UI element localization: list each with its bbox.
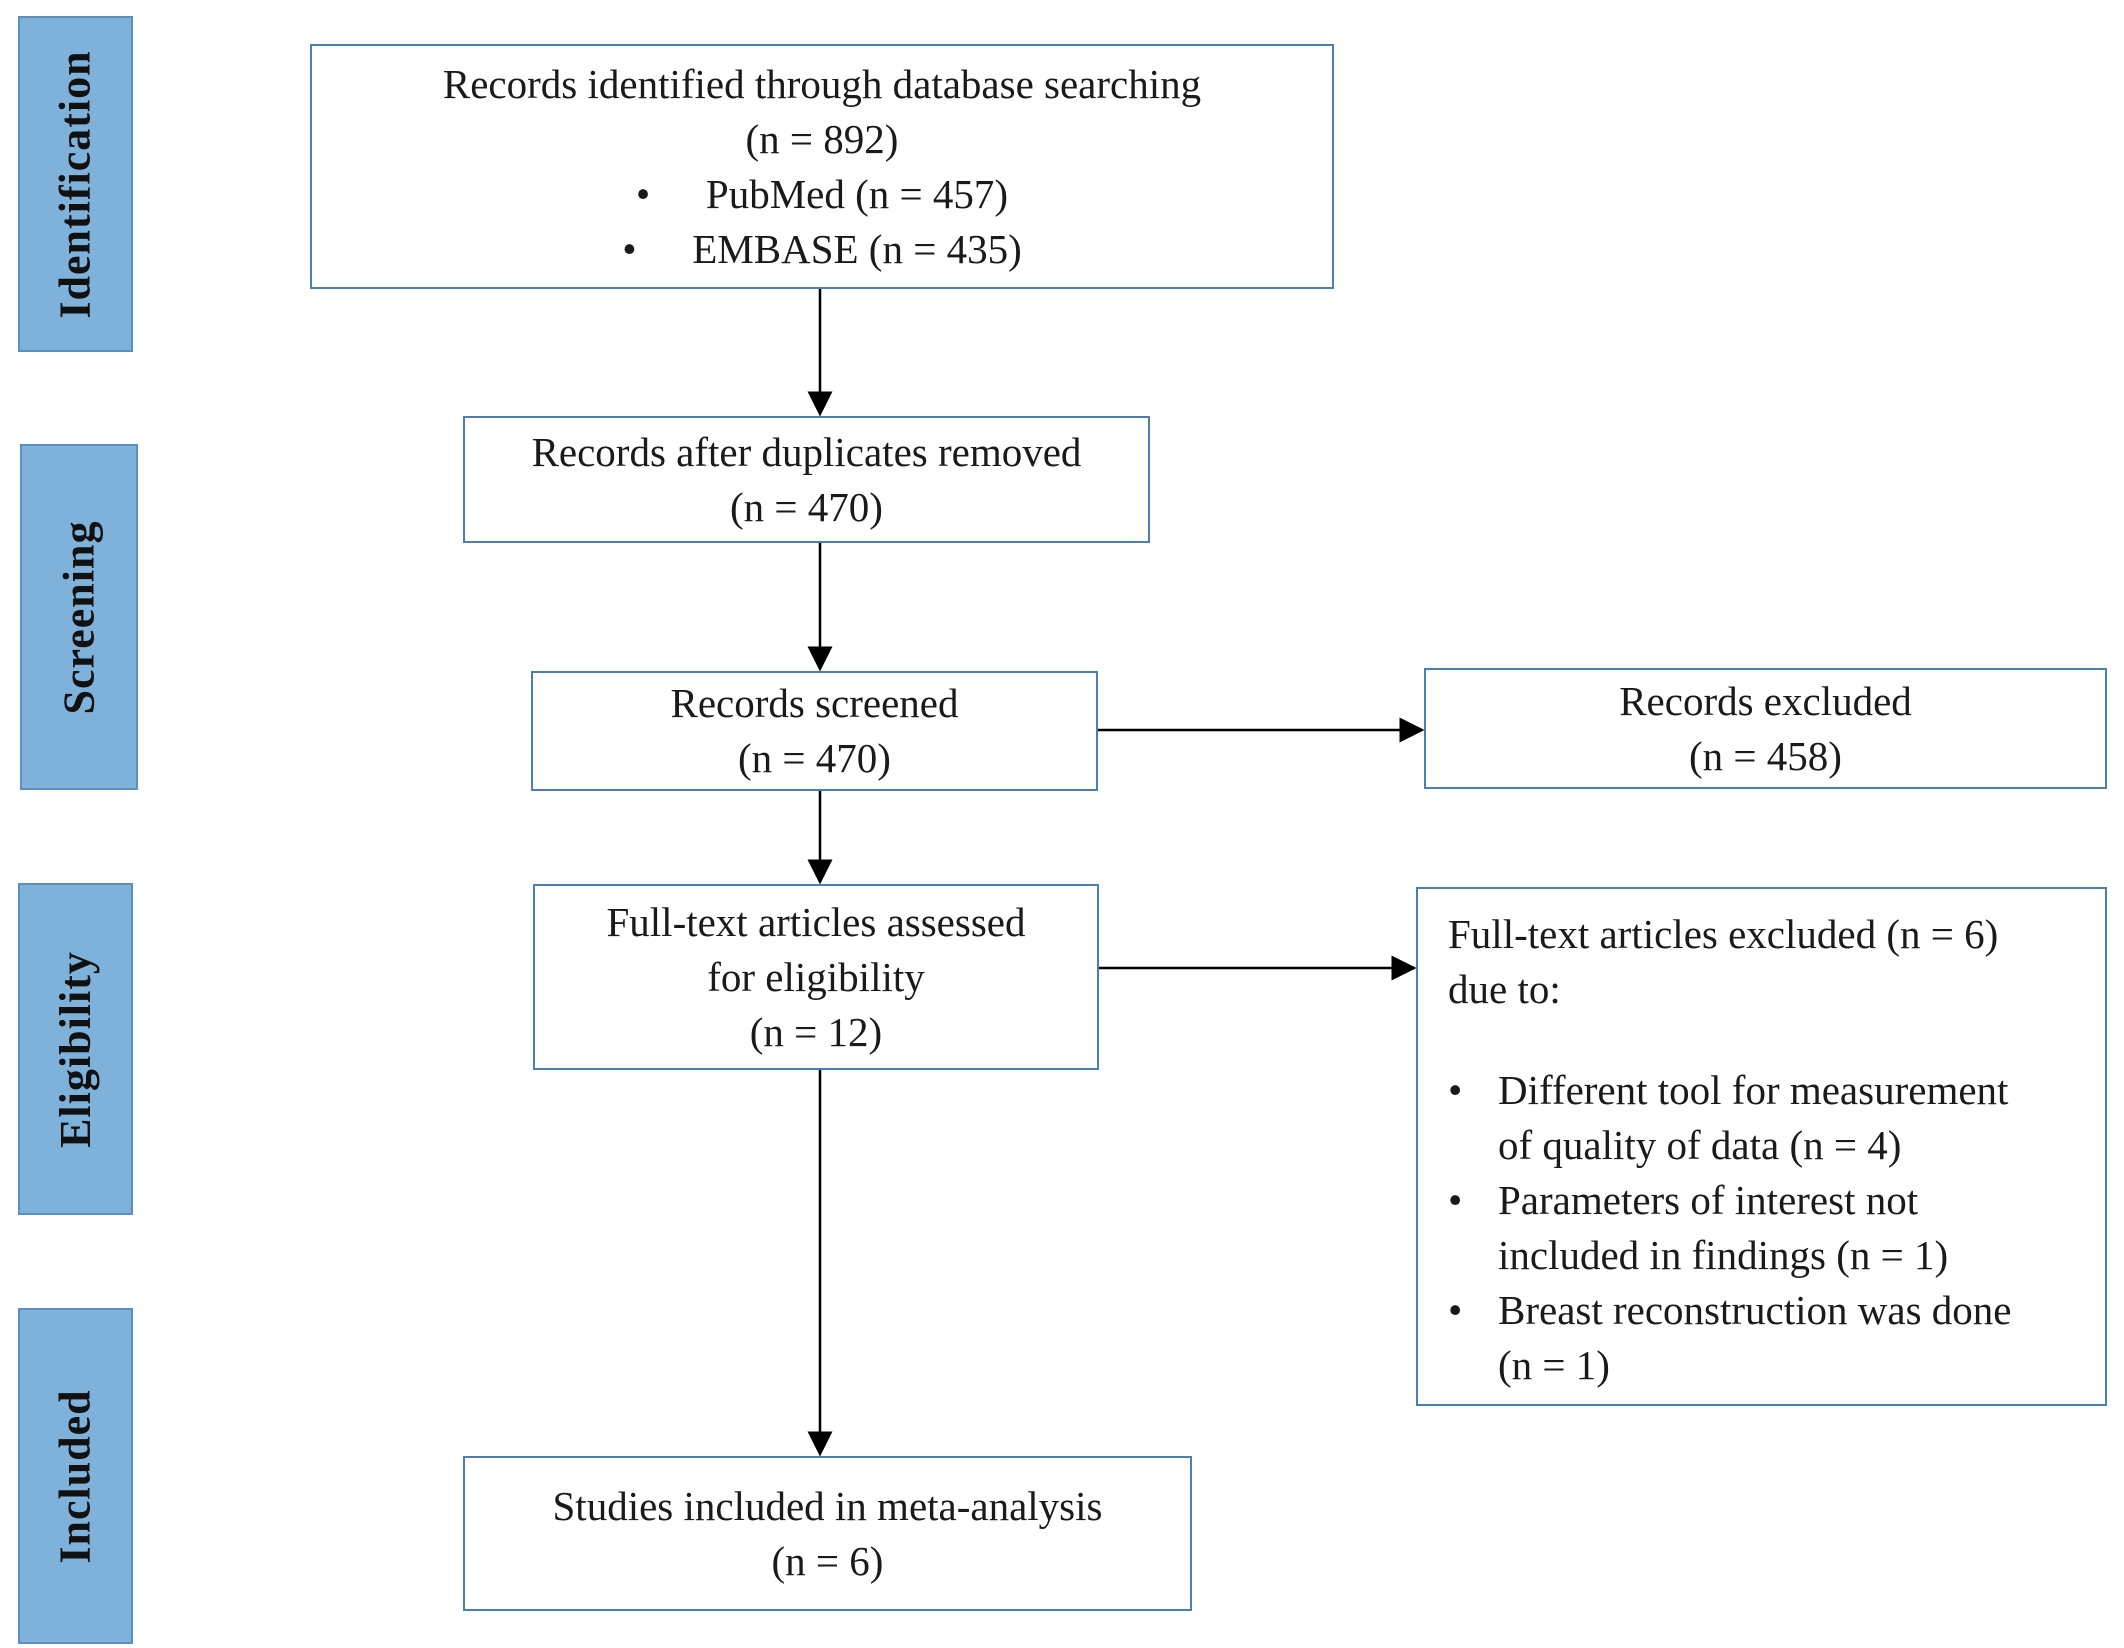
fulltext-title: Full-text articles assessed — [606, 898, 1026, 945]
bullet-icon: • — [622, 225, 637, 272]
exclusion-reason-line: Breast reconstruction was done — [1498, 1287, 2012, 1333]
phase-eligibility: Eligibility — [18, 883, 133, 1215]
bullet-icon: • — [1448, 1287, 1463, 1333]
phase-screening: Screening — [20, 444, 138, 790]
identified-source-pubmed: • PubMed (n = 457) — [636, 167, 1008, 222]
duplicates-count: (n = 470) — [730, 483, 883, 530]
identified-box: Records identified through database sear… — [310, 44, 1334, 289]
fulltext-subtitle: for eligibility — [707, 953, 925, 1000]
phase-included: Included — [18, 1308, 133, 1644]
identified-source-label: EMBASE (n = 435) — [692, 225, 1022, 272]
identified-source-label: PubMed (n = 457) — [705, 170, 1009, 217]
fulltext-excluded-subtitle: due to: — [1448, 966, 1561, 1012]
excluded-box: Records excluded (n = 458) — [1424, 668, 2107, 789]
exclusion-reason: • Parameters of interest not included in… — [1448, 1173, 2011, 1283]
bullet-icon: • — [1448, 1067, 1463, 1113]
exclusion-reasons-list: • Different tool for measurement of qual… — [1448, 1063, 2011, 1393]
fulltext-excluded-title: Full-text articles excluded (n = 6) — [1448, 911, 1999, 957]
excluded-count: (n = 458) — [1689, 732, 1842, 779]
exclusion-reason: • Breast reconstruction was done (n = 1) — [1448, 1283, 2011, 1393]
phase-identification: Identification — [18, 16, 133, 352]
identified-source-embase: • EMBASE (n = 435) — [622, 222, 1021, 277]
bullet-icon: • — [635, 170, 651, 217]
screened-title: Records screened — [670, 680, 959, 726]
excluded-title: Records excluded — [1619, 677, 1912, 724]
exclusion-reason: • Different tool for measurement of qual… — [1448, 1063, 2011, 1173]
included-title: Studies included in meta-analysis — [552, 1482, 1103, 1529]
exclusion-reason-line: included in findings (n = 1) — [1498, 1232, 1949, 1278]
fulltext-excluded-box: Full-text articles excluded (n = 6) due … — [1416, 887, 2107, 1406]
exclusion-reason-line: of quality of data (n = 4) — [1498, 1122, 1902, 1168]
duplicates-box: Records after duplicates removed (n = 47… — [463, 416, 1150, 543]
identified-title: Records identified through database sear… — [442, 60, 1202, 107]
fulltext-box: Full-text articles assessed for eligibil… — [533, 884, 1099, 1070]
included-box: Studies included in meta-analysis (n = 6… — [463, 1456, 1192, 1611]
bullet-icon: • — [1448, 1177, 1463, 1223]
fulltext-count: (n = 12) — [749, 1008, 883, 1055]
included-count: (n = 6) — [771, 1537, 884, 1584]
exclusion-reason-line: Parameters of interest not — [1498, 1177, 1919, 1223]
identified-count: (n = 892) — [745, 115, 899, 162]
exclusion-reason-line: Different tool for measurement — [1498, 1067, 2009, 1113]
exclusion-reason-line: (n = 1) — [1498, 1342, 1610, 1388]
duplicates-title: Records after duplicates removed — [531, 428, 1082, 475]
screened-box: Records screened (n = 470) — [531, 671, 1098, 791]
screened-count: (n = 470) — [738, 735, 891, 781]
